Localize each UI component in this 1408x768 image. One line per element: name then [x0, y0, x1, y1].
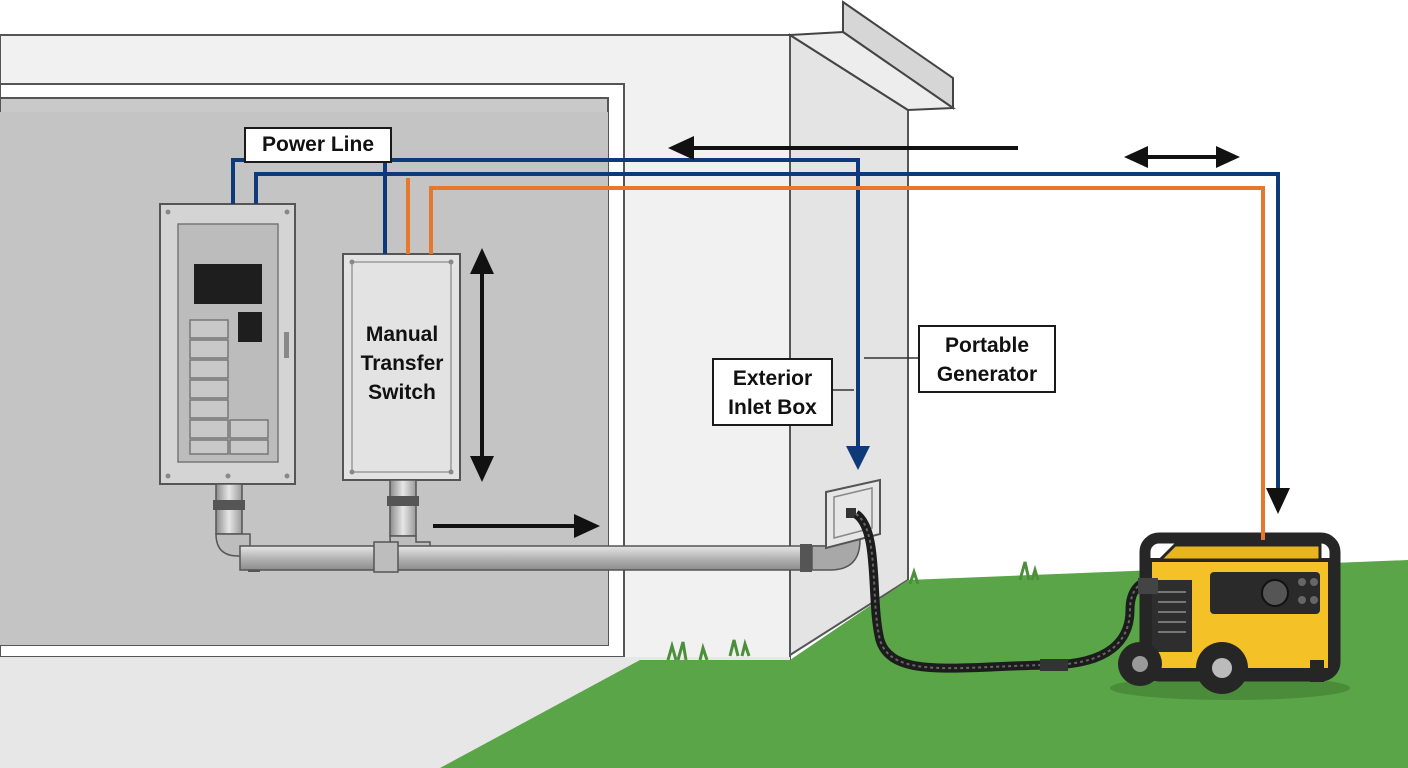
wiring	[231, 158, 1280, 540]
generator-line-1: Portable	[944, 334, 1030, 357]
wire-arrowheads	[846, 446, 1290, 514]
inlet-line-1: Exterior	[732, 367, 813, 390]
breaker-panel-icon	[159, 203, 296, 485]
mts-line-3: Switch	[368, 381, 436, 404]
mts-line-1: Manual	[365, 323, 439, 346]
inlet-line-2: Inlet Box	[728, 396, 817, 419]
generator-icon	[1110, 532, 1350, 700]
exterior-inlet-box-label: Exterior Inlet Box	[712, 358, 833, 426]
generator-line-2: Generator	[936, 363, 1038, 386]
portable-generator-label: Portable Generator	[918, 325, 1056, 393]
flow-arrows	[433, 136, 1240, 538]
power-line-label: Power Line	[244, 127, 392, 163]
mts-line-2: Transfer	[360, 352, 444, 375]
power-line-text: Power Line	[261, 133, 375, 156]
manual-transfer-switch-label: Manual Transfer Switch	[346, 320, 458, 407]
label-leaders	[832, 357, 918, 391]
power-cord	[852, 510, 1152, 673]
